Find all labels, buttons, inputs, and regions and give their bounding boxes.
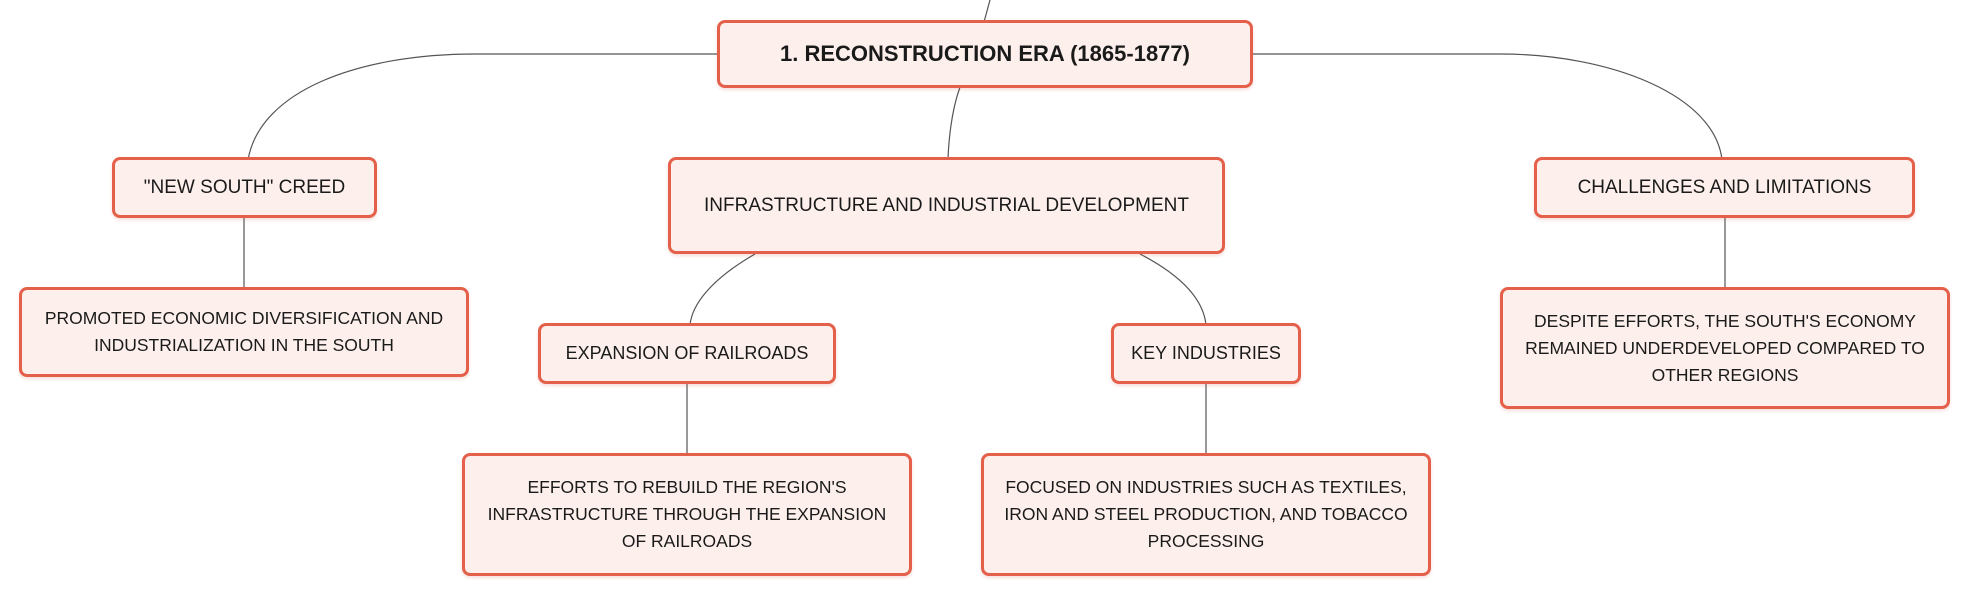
key-industries-detail-label: Focused on industries such as textiles, … [1004,477,1408,551]
challenges-label: Challenges and Limitations [1577,176,1872,198]
infrastructure-label: Infrastructure and Industrial Developmen… [704,194,1189,216]
root-topic-label: 1. Reconstruction Era (1865-1877) [780,41,1190,66]
new-south-creed-label: "New South" Creed [143,176,346,198]
railroads-node[interactable]: Expansion of Railroads [538,323,836,384]
key-industries-detail-node[interactable]: Focused on industries such as textiles, … [981,453,1431,576]
challenges-detail-node[interactable]: Despite efforts, the South's economy rem… [1500,287,1950,409]
connector-root-parent [983,0,991,23]
railroads-detail-node[interactable]: Efforts to rebuild the region's infrastr… [462,453,912,576]
connector-infrastructure-railroads [689,253,756,326]
new-south-detail-node[interactable]: Promoted economic diversification and in… [19,287,469,377]
connector-root-challenges [1252,53,1723,161]
key-industries-node[interactable]: Key Industries [1111,323,1301,384]
connector-root-infrastructure [947,86,961,159]
root-topic-node[interactable]: 1. Reconstruction Era (1865-1877) [717,20,1253,88]
connector-root-new-south [247,53,718,161]
challenges-detail-label: Despite efforts, the South's economy rem… [1525,310,1925,385]
connector-infrastructure-industries [1139,253,1207,326]
challenges-node[interactable]: Challenges and Limitations [1534,157,1915,218]
new-south-creed-node[interactable]: "New South" Creed [112,157,377,218]
railroads-detail-label: Efforts to rebuild the region's infrastr… [487,477,887,551]
key-industries-label: Key Industries [1131,343,1281,363]
infrastructure-node[interactable]: Infrastructure and Industrial Developmen… [668,157,1225,254]
railroads-label: Expansion of Railroads [565,343,809,363]
new-south-detail-label: Promoted economic diversification and in… [44,308,444,355]
